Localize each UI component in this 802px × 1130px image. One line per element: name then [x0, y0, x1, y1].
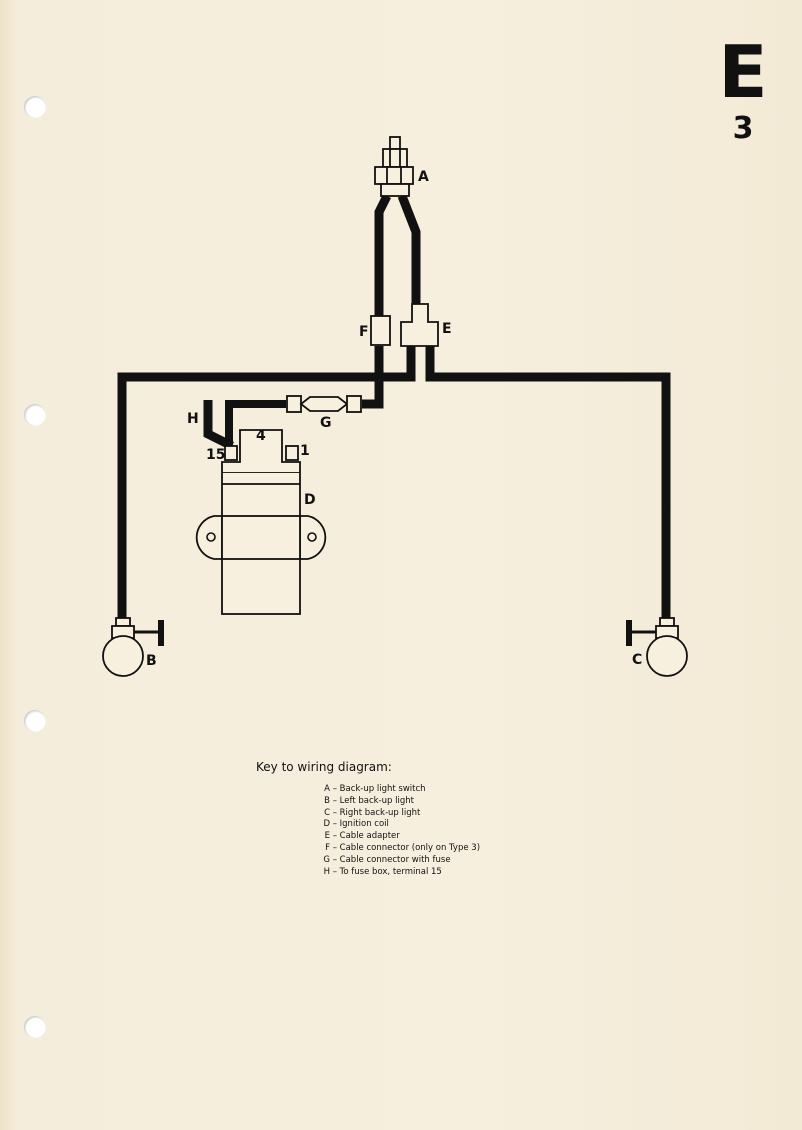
key-item: G – Cable connector with fuse [323, 854, 451, 865]
label-g: G [320, 415, 332, 431]
key-item: D – Ignition coil [323, 819, 389, 830]
punch-hole [24, 710, 46, 732]
fused-connector-g [286, 395, 362, 413]
punch-hole [24, 96, 46, 118]
label-terminal-1: 1 [300, 443, 310, 459]
label-terminal-15: 15 [206, 447, 225, 463]
key-item: B – Left back-up light [324, 795, 414, 806]
label-a: A [418, 169, 429, 185]
punch-hole [24, 1016, 46, 1038]
ignition-coil [195, 429, 327, 615]
right-light-ground-tab [626, 620, 632, 646]
wire-f-to-g [362, 346, 384, 409]
right-backup-light [630, 617, 688, 677]
key-item: C – Right back-up light [324, 807, 421, 818]
key-item: E – Cable adapter [324, 831, 400, 842]
label-h: H [187, 411, 199, 427]
wire-e-to-left-light [117, 346, 416, 620]
label-f: F [359, 324, 369, 340]
section-number: 3 [732, 111, 754, 146]
key-item: H – To fuse box, terminal 15 [323, 866, 442, 877]
punch-hole [24, 404, 46, 426]
key-item: A – Back-up light switch [324, 784, 426, 794]
wire-h-fuse-box [203, 400, 235, 451]
label-b: B [146, 653, 157, 669]
label-terminal-4: 4 [256, 428, 266, 444]
label-e: E [442, 321, 452, 337]
wire-switch-to-e [397, 194, 421, 306]
key-list: A – Back-up light switch B – Left back-u… [322, 784, 480, 878]
backup-light-switch [374, 136, 414, 197]
label-d: D [304, 492, 316, 508]
coil-bolt-hole-right [307, 532, 317, 542]
key-title: Key to wiring diagram: [256, 760, 392, 774]
wire-e-to-right-light [425, 346, 671, 620]
key-item: F – Cable connector (only on Type 3) [325, 842, 481, 853]
left-backup-light [102, 617, 160, 677]
wire-switch-to-f [374, 193, 392, 318]
coil-bolt-hole-left [206, 532, 216, 542]
cable-adapter-e [400, 303, 439, 347]
left-light-ground-tab [158, 620, 164, 646]
section-letter: E [718, 30, 768, 114]
label-c: C [632, 652, 642, 668]
wire-g-to-coil [225, 400, 286, 446]
cable-connector-f [370, 315, 391, 346]
